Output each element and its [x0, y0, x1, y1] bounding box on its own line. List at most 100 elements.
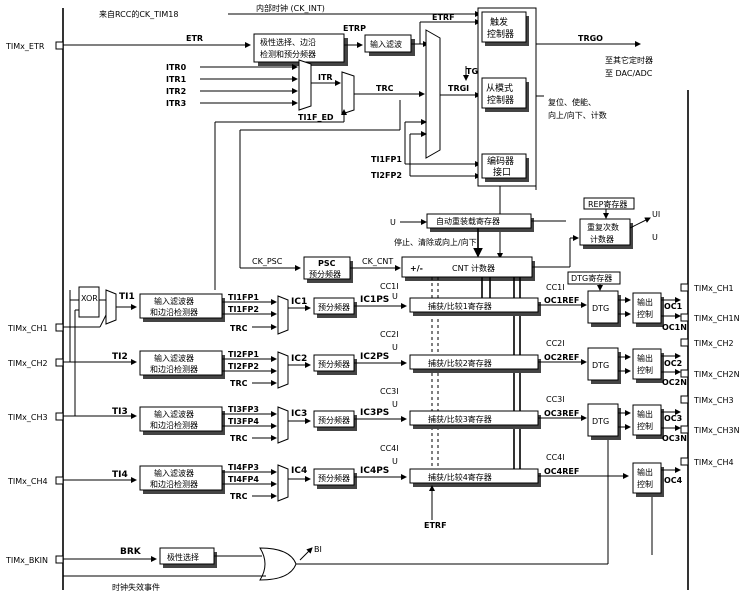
dtg2-label: DTG [592, 361, 609, 370]
outctl3-l1: 输出 [637, 409, 653, 419]
etr-filter-label: 输入滤波 [370, 39, 402, 49]
cc3i-out: CC3I [546, 395, 565, 404]
etrp-label: ETRP [343, 24, 366, 33]
ti2fp2-label: TI2FP2 [228, 362, 259, 371]
cc4i-label: CC4I [380, 444, 399, 453]
ti1fp1-label: TI1FP1 [228, 293, 259, 302]
cc2i-out: CC2I [546, 339, 565, 348]
xor-gate [78, 286, 100, 318]
rcc-clock-label: 来自RCC的CK_TIM18 [99, 9, 179, 19]
outctl2-l2: 控制 [637, 365, 653, 375]
outctl1-l1: 输出 [637, 297, 653, 307]
output-control-1 [632, 292, 662, 324]
slave-ctrl-l1: 从模式 [486, 82, 513, 94]
internal-clock-label: 内部时钟 (CK_INT) [256, 3, 325, 13]
encoder-l1: 编码器 [487, 155, 514, 167]
cc4i-out: CC4I [546, 453, 565, 462]
trc1-label: TRC [230, 324, 248, 333]
trgo-dest1: 至其它定时器 [605, 55, 653, 65]
ti4fp3-label: TI4FP3 [228, 463, 259, 472]
ic2ps-label: IC2PS [360, 352, 389, 362]
dtg-1 [587, 290, 619, 324]
repetition-counter [579, 218, 631, 246]
prescaler3-label: 预分频器 [318, 415, 350, 425]
ck-cnt-label: CK_CNT [362, 257, 393, 266]
itr0-label: ITR0 [166, 63, 187, 72]
ti1fp2-label: TI1FP2 [228, 305, 259, 314]
pin-out-ch3 [680, 395, 689, 404]
cc1i-out: CC1I [546, 283, 565, 292]
cc1-reg-label: 捕获/比较1寄存器 [428, 301, 492, 311]
filter4-l1: 输入滤波器 [154, 468, 194, 478]
trigger-ctrl-l1: 触发 [490, 16, 508, 28]
reset-note-l2: 向上/向下、计数 [548, 110, 607, 120]
ti1-mux [105, 289, 117, 325]
trc3-label: TRC [230, 434, 248, 443]
ic4-label: IC4 [291, 466, 307, 476]
oc4ref-label: OC4REF [544, 467, 579, 476]
pin-ch2 [55, 358, 64, 367]
ic3-label: IC3 [291, 409, 307, 419]
pin-out-ch2n-label: TIMx_CH2N [693, 370, 740, 379]
cc3-reg-label: 捕获/比较3寄存器 [428, 414, 492, 424]
or-gate [259, 547, 297, 581]
output-control-4 [632, 462, 662, 494]
pin-ch4 [55, 476, 64, 485]
rep-counter-l1: 重复次数 [587, 222, 619, 232]
outctl4-l1: 输出 [637, 467, 653, 477]
ti4-label: TI4 [112, 470, 128, 480]
oc3n-label: OC3N [662, 434, 687, 443]
ti3-label: TI3 [112, 407, 128, 417]
polarity-line2: 检测和预分频器 [260, 49, 316, 59]
ic1-mux [277, 295, 289, 335]
pin-bkin [55, 555, 64, 564]
bi-label: BI [314, 545, 322, 554]
pin-etr [55, 41, 64, 50]
pin-out-ch1-label: TIMx_CH1 [693, 284, 734, 293]
filter-ch3 [139, 406, 223, 432]
cc1i-label: CC1I [380, 282, 399, 291]
filter2-l1: 输入滤波器 [154, 353, 194, 363]
psc-label: PSC [318, 259, 336, 268]
trc-top-label: TRC [376, 84, 394, 93]
trgi-label: TRGI [448, 84, 469, 93]
itr-mux [298, 59, 312, 111]
u-cc4: U [392, 457, 398, 466]
encoder-l2: 接口 [493, 166, 511, 178]
slave-mode-controller [481, 77, 527, 109]
polarity-line1: 极性选择、边沿 [260, 37, 316, 47]
pin-out-ch2-label: TIMx_CH2 [693, 339, 734, 348]
oc1n-label: OC1N [662, 323, 687, 332]
ti3fp4-label: TI3FP4 [228, 417, 259, 426]
pin-etr-label: TIMx_ETR [5, 42, 45, 51]
pin-out-ch2n [680, 369, 689, 378]
filter-ch4 [139, 465, 223, 491]
reset-note-l1: 复位、使能、 [548, 97, 596, 107]
ic1ps-label: IC1PS [360, 295, 389, 305]
filter1-l2: 和边沿检测器 [150, 307, 198, 317]
filter3-l1: 输入滤波器 [154, 409, 194, 419]
filter2-l2: 和边沿检测器 [150, 364, 198, 374]
pin-out-ch4 [680, 457, 689, 466]
oc2-label: OC2 [664, 359, 682, 368]
ic3-mux [277, 406, 289, 444]
outctl2-l1: 输出 [637, 353, 653, 363]
u-arr: U [390, 218, 396, 227]
arr-label: 自动重装载寄存器 [436, 216, 500, 226]
pin-out-ch3n [680, 425, 689, 434]
oc1ref-label: OC1REF [544, 296, 579, 305]
ti1fp1-enc-label: TI1FP1 [371, 155, 402, 164]
encoder-interface [481, 153, 527, 179]
pin-ch2-label: TIMx_CH2 [7, 359, 48, 368]
oc2n-label: OC2N [662, 378, 687, 387]
u-cc3: U [392, 400, 398, 409]
dtg3-label: DTG [592, 417, 609, 426]
filter-ch1 [139, 293, 223, 319]
rep-label: REP寄存器 [588, 199, 627, 209]
pin-out-ch1 [680, 283, 689, 292]
cc4-reg-label: 捕获/比较4寄存器 [428, 472, 492, 482]
pin-ch3-label: TIMx_CH3 [7, 413, 48, 422]
ti1f-ed-label: TI1F_ED [298, 113, 334, 122]
